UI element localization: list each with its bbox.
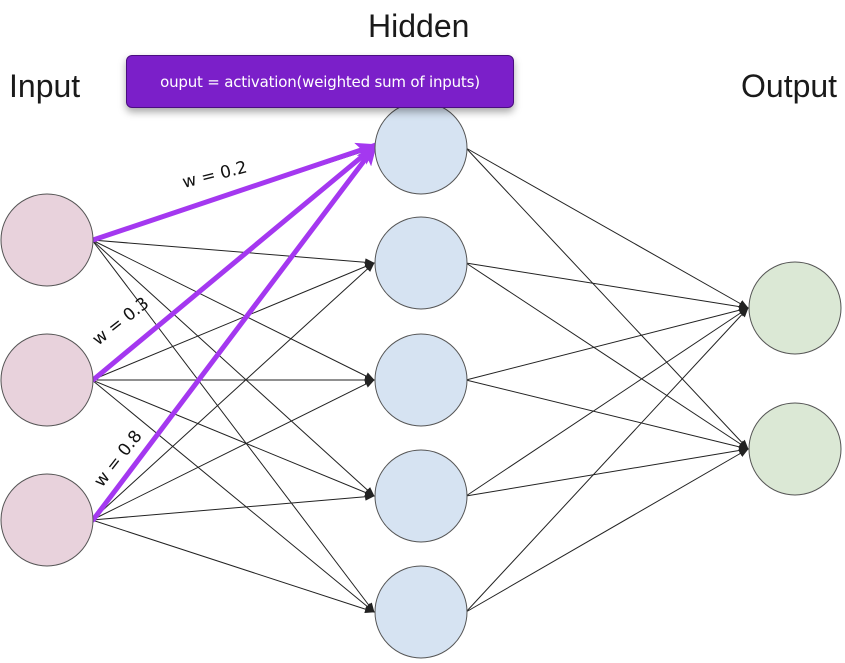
input-node-3 <box>0 473 94 567</box>
input-node-1 <box>0 193 94 287</box>
hidden-node-3 <box>374 333 468 427</box>
neurons <box>0 101 842 659</box>
edge-hidden-4-output-1 <box>465 307 749 497</box>
edge-input-3-hidden-3 <box>91 379 375 521</box>
output-node-2 <box>748 402 842 496</box>
formula-callout: ouput = activation(weighted sum of input… <box>126 55 514 108</box>
highlighted-weight-arrow-3 <box>90 142 379 523</box>
edge-input-1-hidden-5 <box>91 239 375 613</box>
hidden-layer-label: Hidden <box>368 8 470 44</box>
edge-input-2-hidden-4 <box>91 379 375 497</box>
hidden-node-4 <box>374 449 468 543</box>
edge-input-2-hidden-2 <box>91 262 375 381</box>
edge-input-3-hidden-5 <box>91 519 375 614</box>
edge-input-3-hidden-2 <box>91 262 375 521</box>
edge-input-1-hidden-2 <box>91 239 375 267</box>
edge-hidden-3-output-1 <box>465 306 749 381</box>
edge-hidden-3-output-2 <box>465 379 749 451</box>
edge-hidden-4-output-2 <box>465 446 749 497</box>
input-layer-label: Input <box>9 68 81 104</box>
highlighted-weight-arrow-1 <box>90 142 379 243</box>
edge-hidden-2-output-2 <box>465 262 749 450</box>
hidden-node-1 <box>374 101 468 195</box>
hidden-node-5 <box>374 565 468 659</box>
edge-input-3-hidden-4 <box>91 492 375 521</box>
weight-label-2: w = 0.3 <box>89 294 153 350</box>
highlighted-connections <box>90 142 379 523</box>
output-layer-label: Output <box>741 68 838 104</box>
output-node-1 <box>748 261 842 355</box>
edge-hidden-1-output-2 <box>465 147 749 450</box>
input-node-2 <box>0 333 94 427</box>
edge-hidden-5-output-1 <box>465 307 749 613</box>
edge-input-1-hidden-4 <box>91 239 375 497</box>
hidden-node-2 <box>374 216 468 310</box>
edge-input-1-hidden-3 <box>91 239 375 381</box>
edge-hidden-1-output-1 <box>465 147 749 309</box>
edge-input-2-hidden-5 <box>91 379 375 613</box>
weight-label-1: w = 0.2 <box>180 157 249 192</box>
highlighted-weight-arrow-2 <box>90 142 379 383</box>
edge-hidden-2-output-1 <box>465 262 749 311</box>
edge-hidden-5-output-2 <box>465 448 749 613</box>
